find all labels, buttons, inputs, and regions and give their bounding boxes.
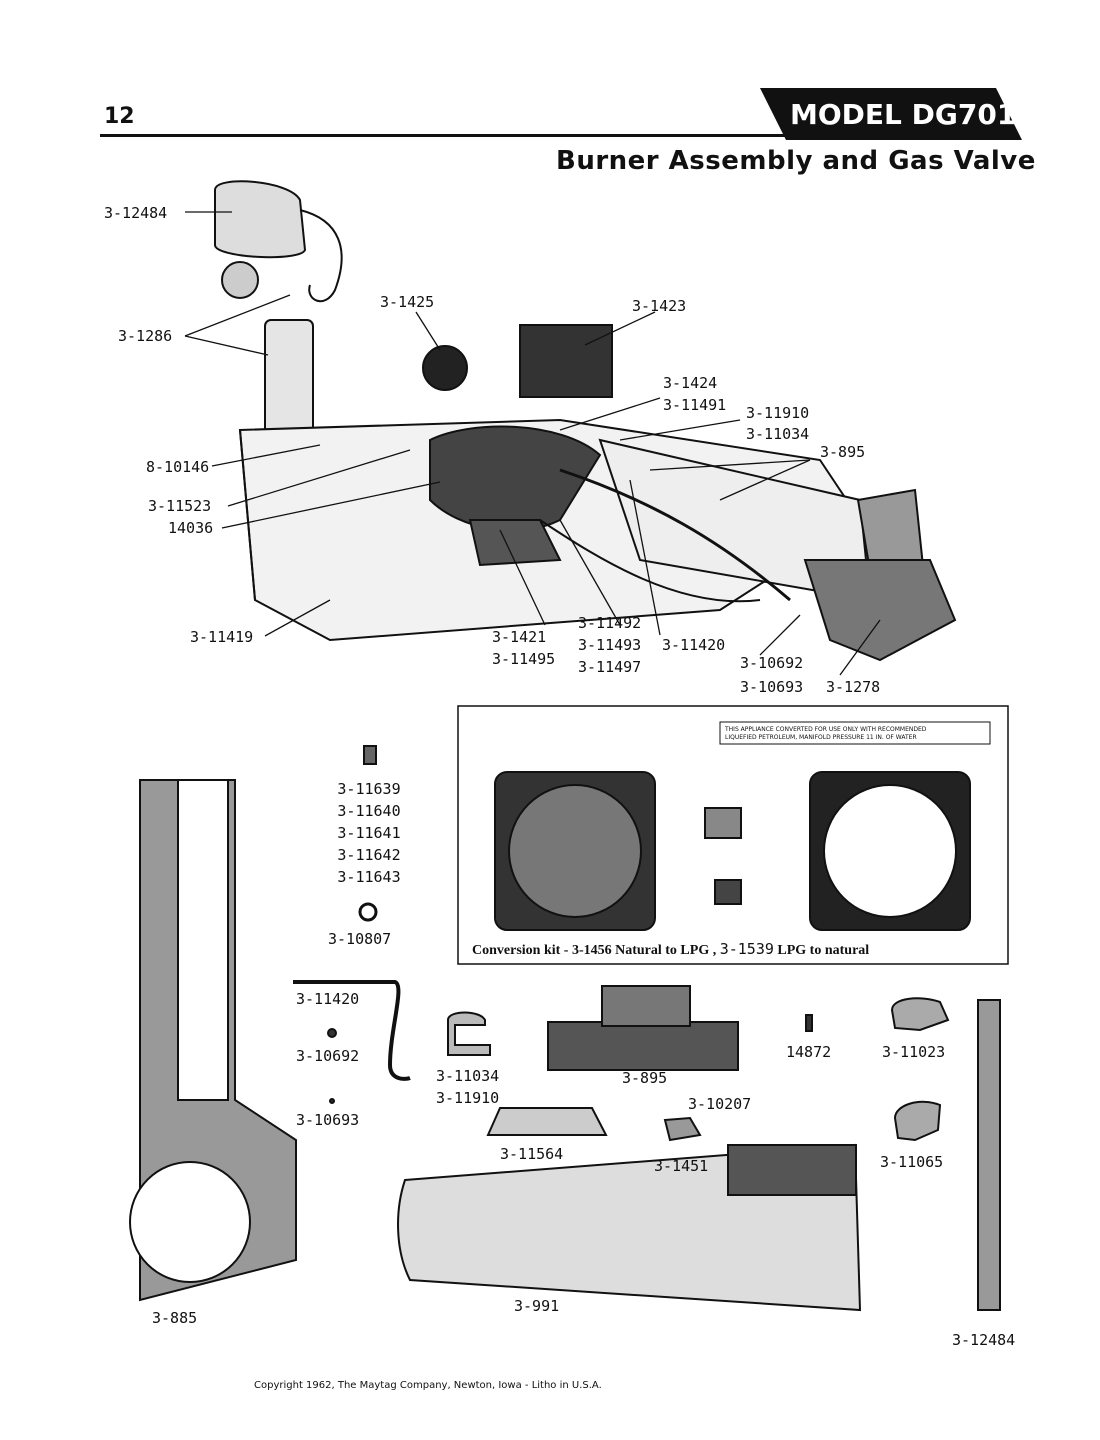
- tube-drawing: [293, 980, 411, 1081]
- page-number: 12: [104, 104, 135, 129]
- label-elbow-a: 3-11023: [882, 1043, 946, 1061]
- callout-fitting-d: 3-11034: [746, 425, 810, 443]
- label-nut-b: 3-10693: [296, 1111, 360, 1129]
- callout-fitting-a: 3-1424: [663, 374, 718, 392]
- label-burner: 3-895: [622, 1069, 668, 1087]
- ring-label: 3-10807: [328, 930, 392, 948]
- page-subtitle: Burner Assembly and Gas Valve: [556, 146, 1036, 176]
- label-nut-a: 3-10692: [296, 1047, 360, 1065]
- orifice-item: 3-11643: [337, 868, 401, 886]
- label-pipe: 3-12484: [952, 1331, 1016, 1349]
- copyright-footer: Copyright 1962, The Maytag Company, Newt…: [254, 1380, 602, 1391]
- model-title: MODEL DG701: [790, 98, 1017, 131]
- orifice-item: 3-11640: [337, 802, 401, 820]
- callout-valve: 3-1425: [380, 293, 435, 311]
- orifice-item: 3-11639: [337, 780, 401, 798]
- model-banner: [760, 88, 1022, 140]
- note-line: LIQUEFIED PETROLEUM, MANIFOLD PRESSURE 1…: [725, 734, 917, 741]
- callout-line-b: 3-11493: [578, 636, 642, 654]
- callout-housing: 3-11419: [190, 628, 254, 646]
- callout-orifice-b: 3-10693: [740, 678, 804, 696]
- label-clamp-a: 3-11034: [436, 1067, 500, 1085]
- label-box: 3-885: [152, 1309, 198, 1327]
- caption-suffix: LPG to natural: [777, 943, 870, 958]
- label-elbow-b: 3-11065: [880, 1153, 944, 1171]
- orifice-item: 3-11642: [337, 846, 401, 864]
- label-clamp-b: 3-11910: [436, 1089, 500, 1107]
- callout-nut: 14036: [168, 519, 214, 537]
- label-bracket: 3-1451: [654, 1157, 709, 1175]
- gasket-plates: [494, 771, 971, 931]
- caption-part: 3-1539: [719, 940, 774, 958]
- leader-lines: [184, 211, 881, 676]
- label-screw-b: 3-10207: [688, 1095, 752, 1113]
- callout-tube: 3-11420: [662, 636, 726, 654]
- conversion-caption: Conversion kit - 3-1456 Natural to LPG ,…: [472, 940, 869, 959]
- loose-part-drawings: [447, 985, 1001, 1311]
- small-parts: [327, 745, 813, 1104]
- callout-mount-a: 3-1421: [492, 628, 547, 646]
- orifice-list: 3-11639 3-11640 3-11641 3-11642 3-11643: [328, 778, 410, 888]
- caption-prefix: Conversion kit - 3-1456 Natural to LPG ,: [472, 943, 717, 958]
- label-tube: 3-11420: [296, 990, 360, 1008]
- callout-mount-b: 3-11495: [492, 650, 556, 668]
- callout-line-a: 3-11492: [578, 614, 642, 632]
- callout-pipe-top: 3-12484: [104, 204, 168, 222]
- callout-elbow: 3-1286: [118, 327, 173, 345]
- label-screw: 14872: [786, 1043, 832, 1061]
- callout-pilot: 3-1278: [826, 678, 881, 696]
- box-drawing: [129, 779, 297, 1302]
- callout-bracket: 8-10146: [146, 458, 210, 476]
- callout-thermostat: 3-1423: [632, 297, 687, 315]
- conversion-note: THIS APPLIANCE CONVERTED FOR USE ONLY WI…: [725, 726, 926, 742]
- header-rule: [100, 134, 790, 137]
- label-duct: 3-991: [514, 1297, 560, 1315]
- callout-line-c: 3-11497: [578, 658, 642, 676]
- conversion-kit-frame: [457, 705, 1009, 965]
- label-shield: 3-11564: [500, 1145, 564, 1163]
- callout-orifice-a: 3-10692: [740, 654, 804, 672]
- callout-fitting-c: 3-11910: [746, 404, 810, 422]
- callout-clip: 3-11523: [148, 497, 212, 515]
- callout-burner: 3-895: [820, 443, 866, 461]
- callout-fitting-b: 3-11491: [663, 396, 727, 414]
- burner-assembly-drawing: [214, 180, 957, 662]
- duct-drawing: [397, 1143, 862, 1312]
- note-line: THIS APPLIANCE CONVERTED FOR USE ONLY WI…: [725, 726, 927, 733]
- orifice-item: 3-11641: [337, 824, 401, 842]
